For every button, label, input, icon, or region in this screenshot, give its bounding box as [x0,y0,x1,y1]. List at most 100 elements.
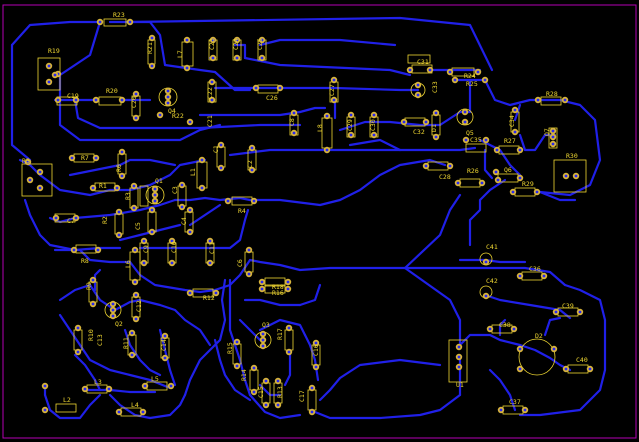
trace-15 [213,86,420,92]
pad-hole-6 [211,38,215,42]
pad-hole-95 [150,208,154,212]
pad-hole-125 [91,302,95,306]
label-r24: R24 [464,72,476,80]
label-c4: C4 [180,217,188,225]
trace-70 [283,348,292,387]
trace-54 [518,283,607,417]
label-c23: C23 [208,38,216,50]
label-c1: C1 [212,145,220,153]
label-r18: R18 [272,283,284,291]
pad-hole-107 [252,199,256,203]
trace-1 [10,20,102,47]
label-c14: C14 [160,339,168,351]
pad-hole-134 [111,302,115,306]
pad-hole-165 [276,379,280,383]
pad-hole-112 [208,239,212,243]
pad-hole-163 [143,384,147,388]
trace-8 [108,20,167,67]
label-c11: C11 [208,242,216,254]
trace-50 [248,258,407,272]
trace-45 [53,248,132,264]
label-r17: R17 [276,328,284,340]
pad-hole-29 [278,86,282,90]
pad-hole-119 [542,274,546,278]
pad-hole-149 [287,350,291,354]
label-r19: R19 [48,47,60,55]
pad-hole-69 [38,186,42,190]
pad-hole-72 [219,143,223,147]
trace-61 [543,316,562,337]
label-r29: R29 [522,180,534,188]
label-r11: R11 [122,337,130,349]
pad-hole-80 [91,186,95,190]
pad-hole-159 [457,355,461,359]
outline-31 [196,161,208,189]
trace-2 [128,16,494,72]
pad-hole-116 [133,248,137,252]
pad-hole-37 [483,78,487,82]
pad-hole-3 [150,64,154,68]
label-q2: Q2 [115,320,123,328]
pad-hole-153 [235,364,239,368]
component-pads [24,18,594,416]
pad-hole-181 [518,367,522,371]
trace-38 [68,158,177,177]
pad-hole-62 [551,129,555,133]
trace-29 [483,148,494,180]
pad-hole-50 [372,113,376,117]
pad-hole-78 [120,150,124,154]
pad-hole-146 [261,338,265,342]
outline-38 [114,213,124,235]
pad-hole-176 [523,408,527,412]
label-c30: C30 [369,119,377,131]
trace-83 [108,393,152,420]
trace-76 [113,298,142,312]
label-c34: C34 [508,115,516,127]
outline-36 [177,185,187,207]
pad-hole-10 [260,38,264,42]
label-r6: R6 [115,164,123,172]
pad-hole-133 [134,317,138,321]
trace-9 [163,63,217,74]
pad-hole-71 [94,156,98,160]
pad-hole-100 [480,181,484,185]
label-r23: R23 [113,11,125,19]
label-r13: R13 [276,386,284,398]
pad-hole-23 [166,101,170,105]
pad-hole-167 [264,379,268,383]
trace-3 [58,73,222,142]
trace-47 [228,208,250,250]
trace-57 [458,333,522,347]
pad-hole-79 [120,174,124,178]
label-c36: C36 [529,265,541,273]
label-r20: R20 [106,87,118,95]
label-c22: C22 [206,87,214,99]
pad-hole-45 [292,131,296,135]
pad-hole-90 [188,230,192,234]
pad-hole-87 [180,183,184,187]
pad-hole-76 [200,158,204,162]
trace-30 [468,178,507,247]
pad-hole-158 [457,345,461,349]
trace-48 [128,260,217,294]
pad-hole-104 [511,190,515,194]
trace-40 [73,198,177,220]
pad-hole-82 [153,187,157,191]
pad-hole-142 [130,353,134,357]
label-c24: C24 [232,38,240,50]
label-r26: R26 [467,167,479,175]
trace-85 [148,393,187,420]
outline-73 [307,389,317,411]
pad-hole-74 [250,146,254,150]
pad-hole-85 [132,184,136,188]
pad-hole-162 [107,387,111,391]
pad-hole-8 [235,38,239,42]
pad-hole-130 [554,310,558,314]
outline-74 [55,403,77,413]
pad-hole-73 [219,166,223,170]
pad-hole-137 [488,327,492,331]
pad-hole-144 [163,356,167,360]
label-c33: C33 [431,81,439,93]
pad-hole-172 [43,408,47,412]
